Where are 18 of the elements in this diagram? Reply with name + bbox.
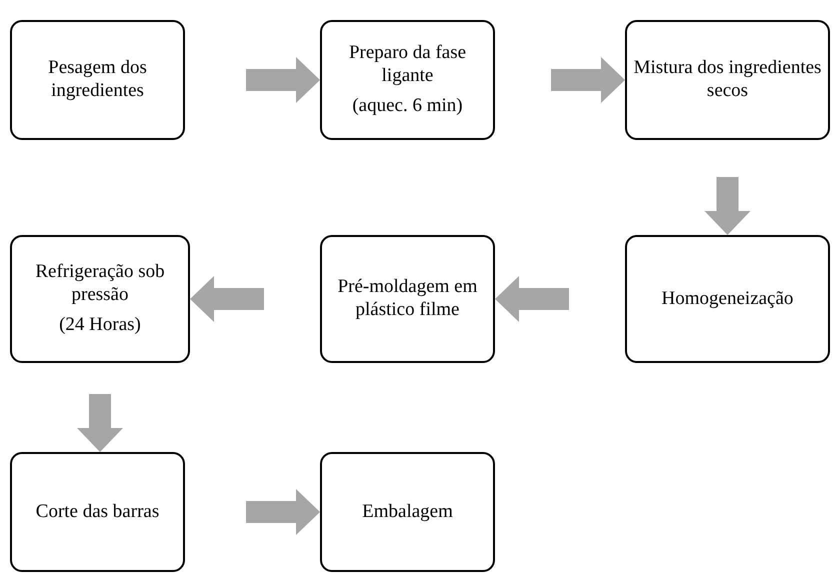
step-label: Mistura dos ingredientes secos bbox=[633, 57, 822, 103]
process-box bbox=[320, 452, 495, 572]
process-box bbox=[320, 20, 495, 140]
step-label: Corte das barras bbox=[36, 500, 160, 524]
step-label: Refrigeração sob pressão bbox=[34, 260, 166, 306]
step-label: (aquec. 6 min) bbox=[352, 95, 463, 118]
process-box bbox=[625, 235, 830, 363]
process-box bbox=[10, 20, 185, 140]
step-label: Homogeneização bbox=[662, 288, 794, 310]
step-label: Pré-moldagem em plástico filme bbox=[336, 276, 478, 322]
process-box bbox=[625, 20, 830, 140]
step-label: Pesagem dos ingredientes bbox=[47, 57, 148, 103]
process-box bbox=[320, 235, 495, 363]
step-label: (24 Horas) bbox=[59, 314, 141, 338]
step-label: Preparo da fase ligante bbox=[348, 42, 468, 88]
step-label: Embalagem bbox=[362, 500, 453, 524]
process-box bbox=[10, 235, 190, 363]
process-box bbox=[10, 452, 185, 572]
